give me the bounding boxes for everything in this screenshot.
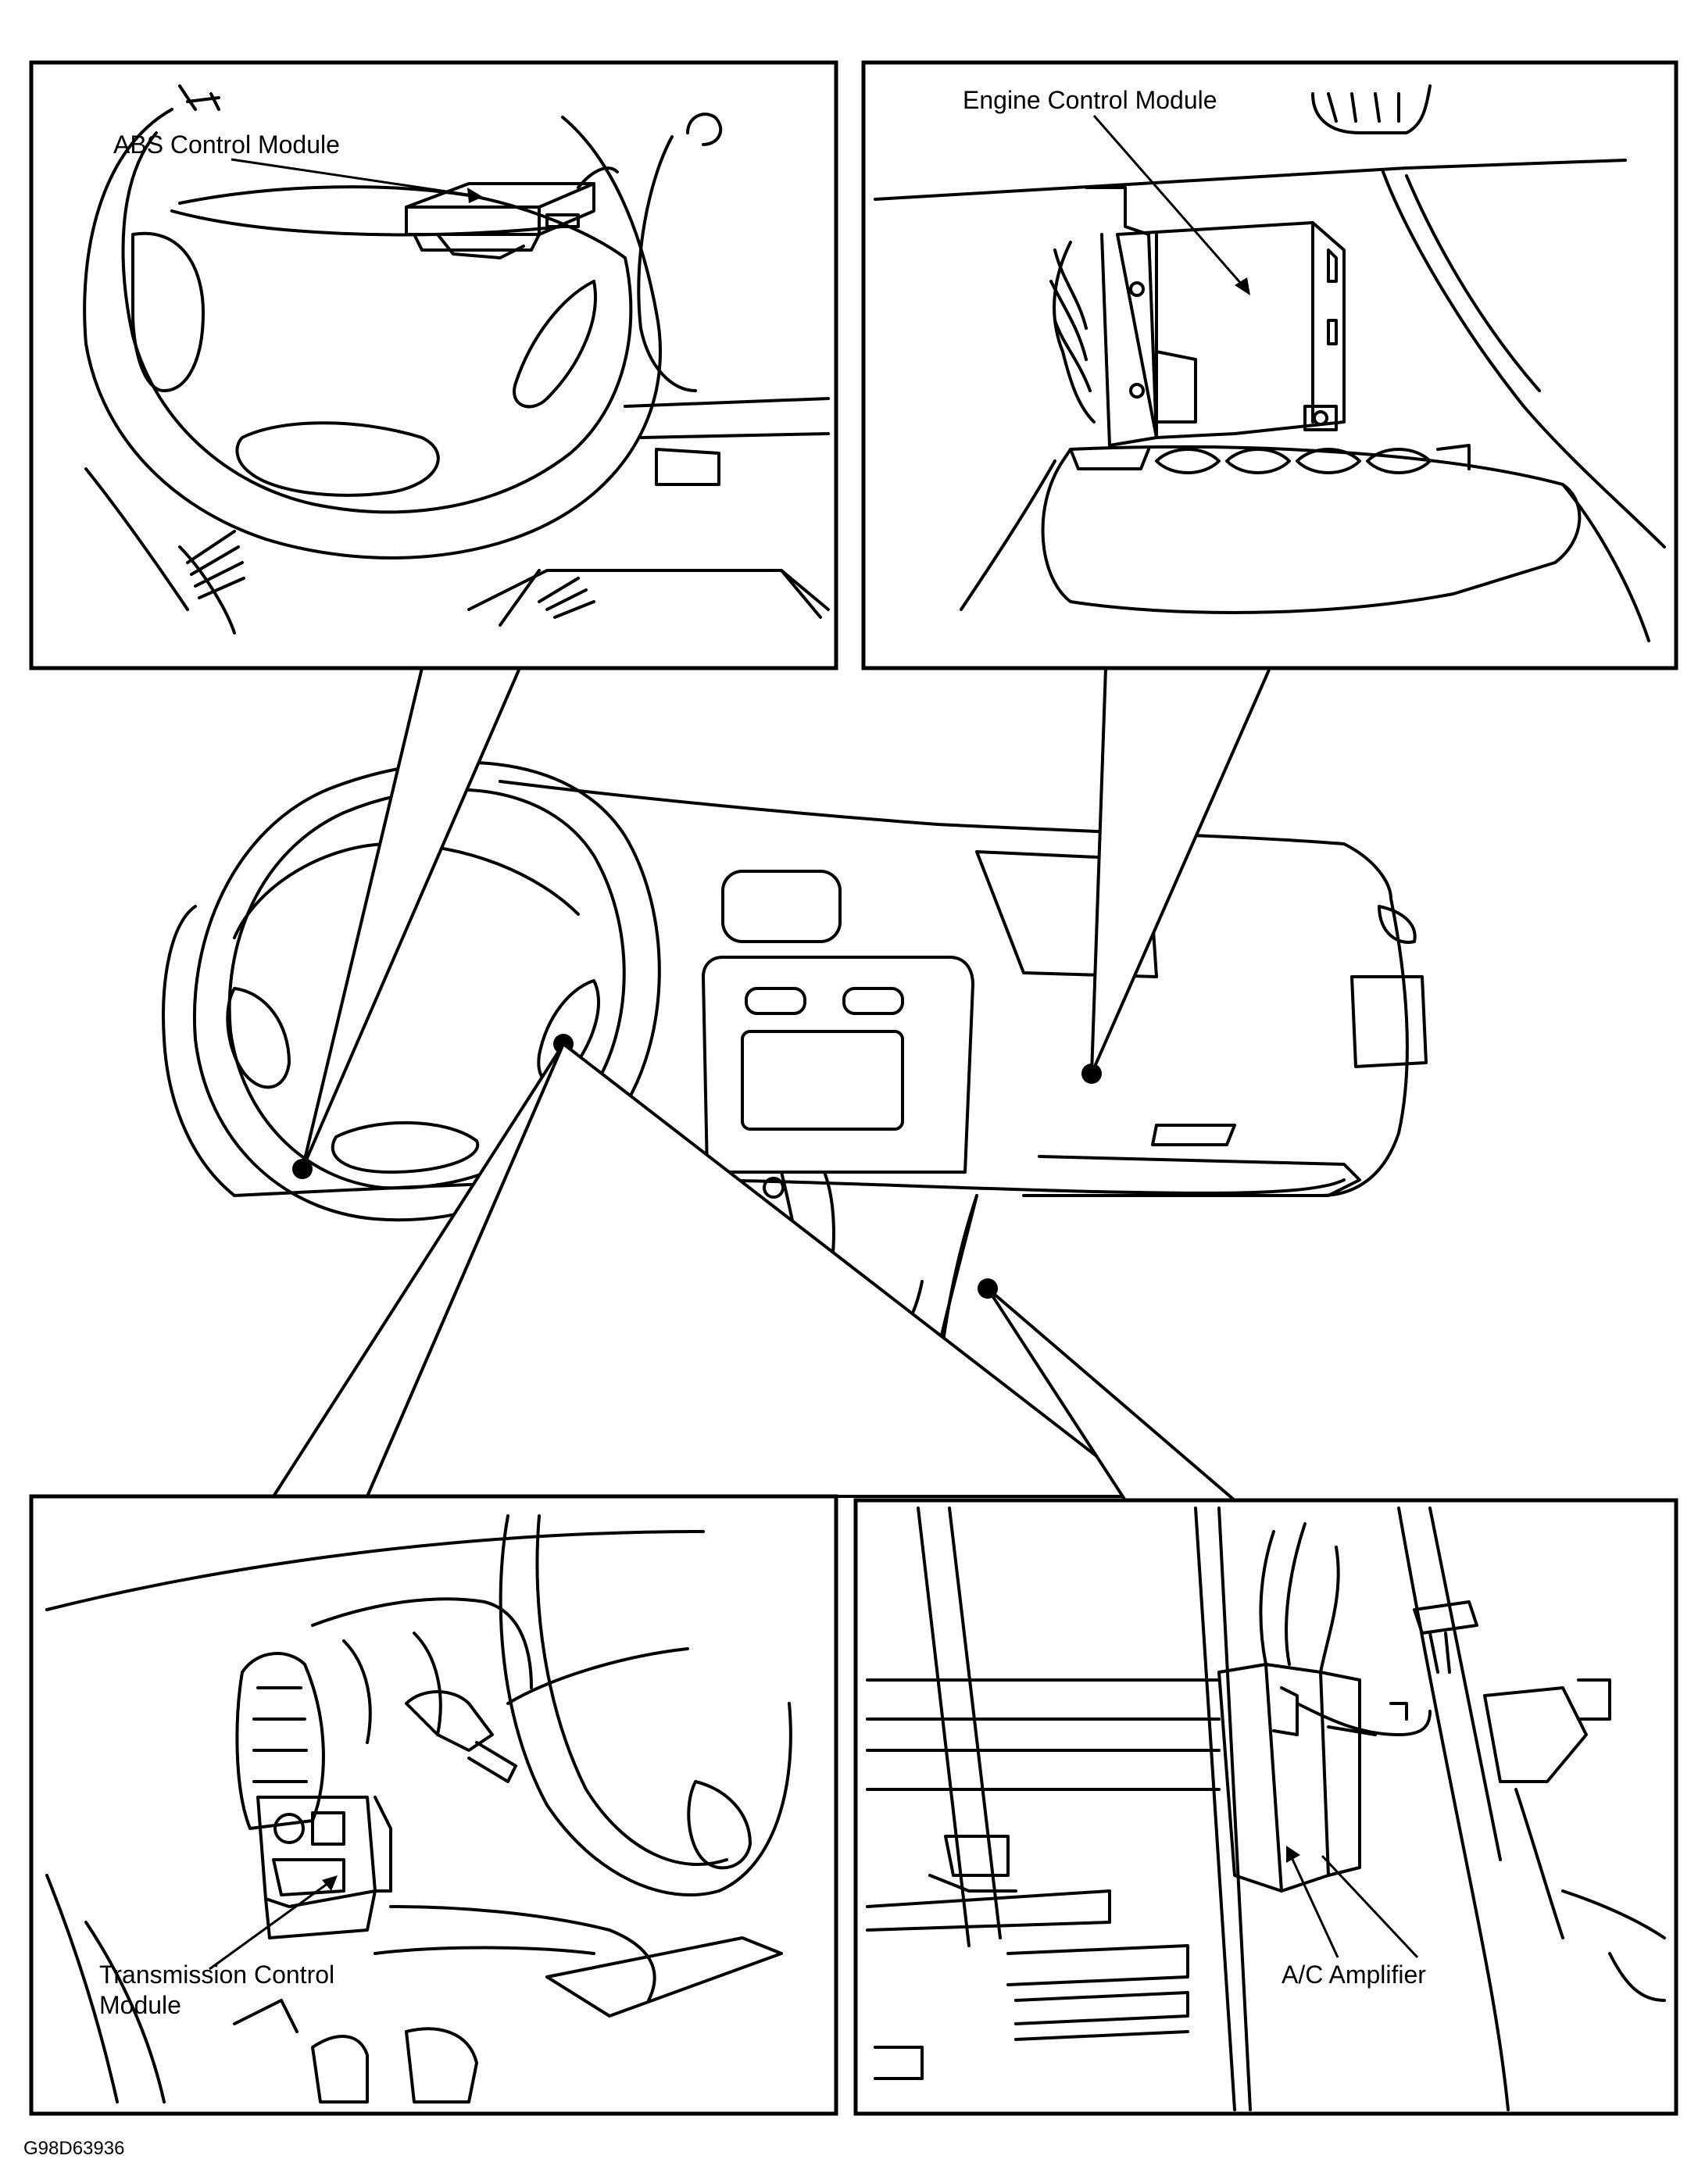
abs-detail-panel bbox=[29, 60, 838, 670]
abs-module-label: ABS Control Module bbox=[113, 130, 340, 159]
ecm-detail-panel bbox=[861, 60, 1678, 670]
tcm-detail-panel bbox=[29, 1494, 838, 2116]
ecm-callout bbox=[1090, 667, 1271, 1075]
abs-callout bbox=[301, 667, 521, 1171]
ecm-label: Engine Control Module bbox=[963, 86, 1217, 114]
ac-amplifier-label: A/C Amplifier bbox=[1282, 1961, 1426, 1989]
ac-detail-panel bbox=[853, 1498, 1678, 2116]
tcm-callout-2 bbox=[366, 1042, 1150, 1498]
tcm-label-line1: Transmission Control bbox=[99, 1961, 335, 1989]
callout-wedges bbox=[272, 667, 1271, 1502]
figure-code: G98D63936 bbox=[23, 2138, 125, 2159]
tcm-label-line2: Module bbox=[99, 1991, 181, 2019]
